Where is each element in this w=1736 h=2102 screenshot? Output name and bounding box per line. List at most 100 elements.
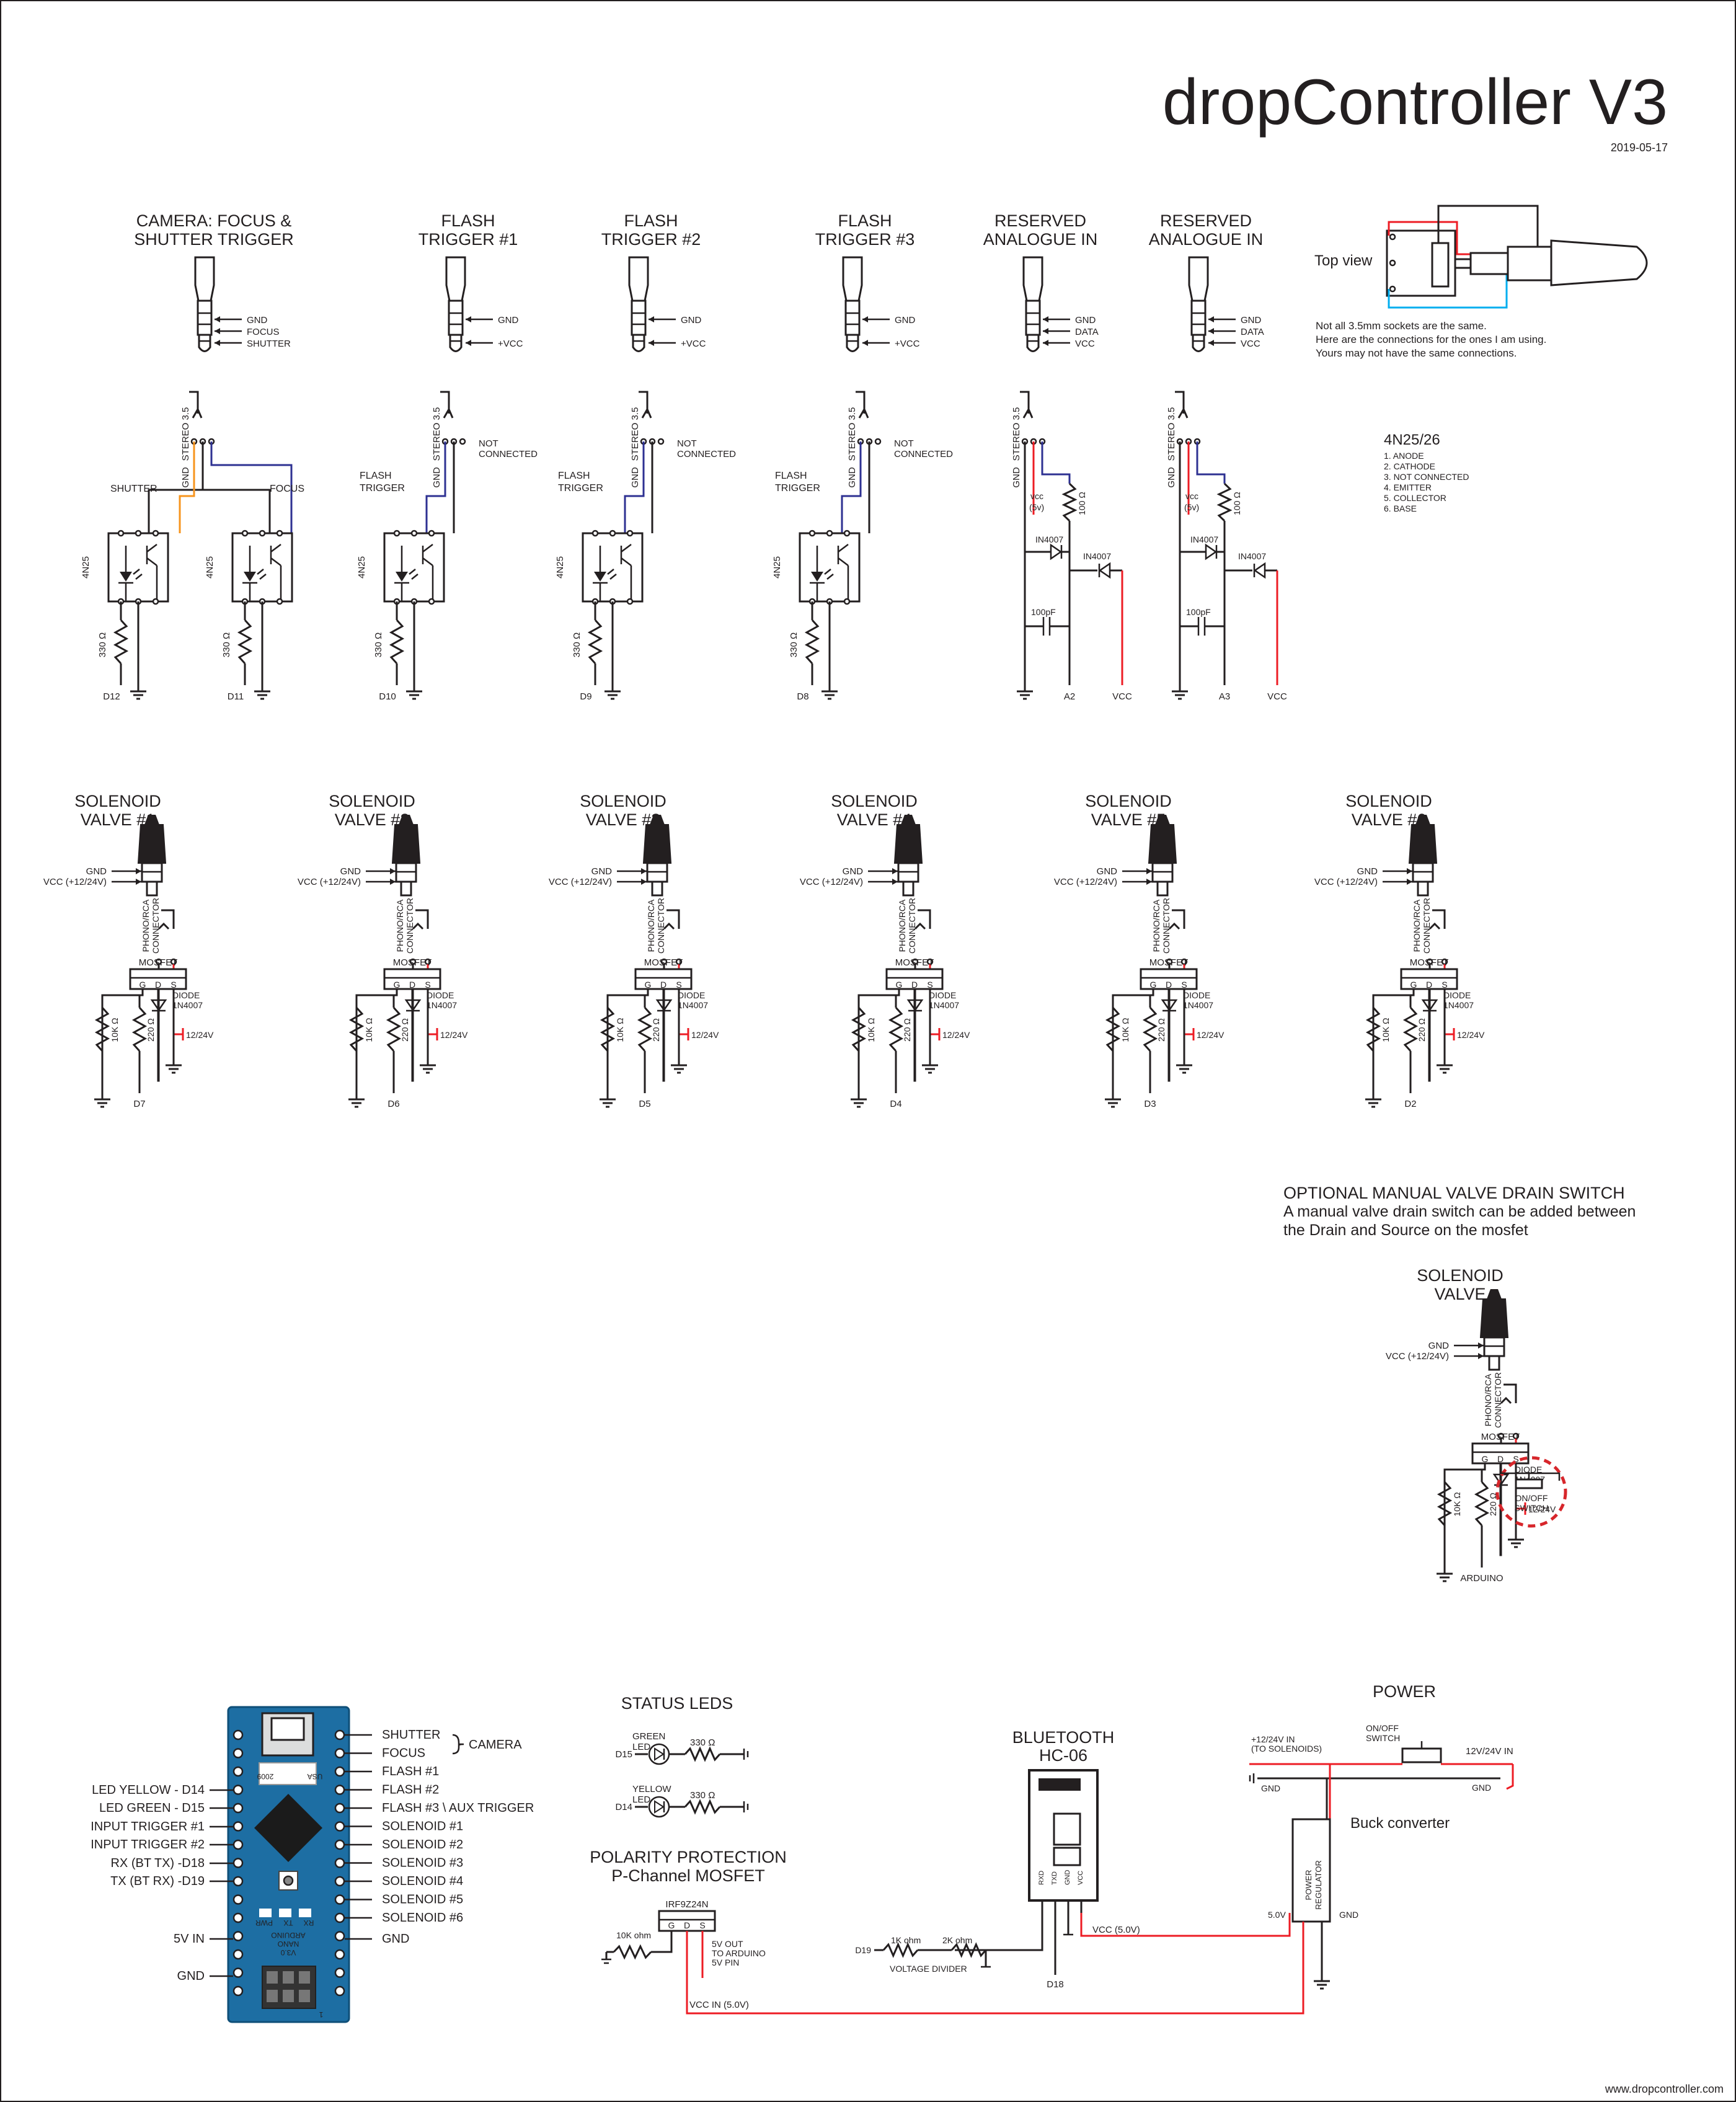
vcc-label: 12/24V bbox=[1197, 1030, 1224, 1040]
arduino-pin-label: D2 bbox=[1404, 1099, 1416, 1109]
vcc-label: 12/24V bbox=[1457, 1030, 1485, 1040]
drain-pin-label: D bbox=[911, 980, 918, 990]
diode bbox=[1050, 543, 1063, 561]
plug-sleeve bbox=[631, 299, 647, 336]
diode-label: IN4007 bbox=[1083, 551, 1111, 561]
wire bbox=[663, 922, 675, 930]
wire bbox=[440, 391, 450, 414]
vcc-label: 12/24V bbox=[440, 1030, 468, 1040]
website-credit: www.dropcontroller.com bbox=[1605, 2083, 1724, 2095]
header-pin bbox=[232, 1949, 244, 1960]
pin-function-label: RX (BT TX) -D18 bbox=[110, 1856, 205, 1870]
camera-group-label: CAMERA bbox=[469, 1738, 522, 1752]
arrowhead bbox=[862, 340, 868, 346]
plug-barrel bbox=[1507, 246, 1552, 282]
vcc-label: vcc bbox=[1030, 491, 1043, 501]
plug-cap bbox=[1487, 1289, 1502, 1299]
vcc-label: (5v) bbox=[1184, 502, 1199, 512]
header-pin bbox=[232, 1931, 244, 1941]
resistor-label: 220 Ω bbox=[1156, 1018, 1166, 1042]
power-regulator bbox=[1291, 1818, 1331, 1923]
resistor-label: 330 Ω bbox=[690, 1737, 715, 1748]
pin-function-label: GND bbox=[177, 1969, 205, 1983]
arrowhead bbox=[649, 316, 654, 322]
pin-function-label: 5V IN bbox=[174, 1932, 205, 1946]
optocoupler-pin bbox=[626, 598, 634, 605]
arduino-pin-label: D7 bbox=[133, 1099, 145, 1109]
bluetooth-pin-label: GND bbox=[1064, 1870, 1071, 1886]
header-pin bbox=[232, 1839, 244, 1850]
pin-function-label: TX (BT RX) -D19 bbox=[110, 1874, 205, 1888]
vcc-in-wire bbox=[686, 1913, 1304, 2015]
plug-pin-label: DATA bbox=[1075, 327, 1099, 337]
mosfet-body bbox=[634, 968, 693, 990]
capacitor-label: 100pF bbox=[1031, 607, 1056, 617]
arrowhead bbox=[466, 340, 471, 346]
bluetooth-pin-label: VCC bbox=[1077, 1871, 1084, 1885]
rca-plug bbox=[893, 815, 923, 897]
arrowhead bbox=[390, 868, 396, 874]
wire bbox=[1500, 1396, 1512, 1404]
capacitor-label: 100pF bbox=[1186, 607, 1211, 617]
ground-symbol bbox=[1314, 1975, 1330, 1990]
arrowhead bbox=[641, 879, 647, 885]
resistor-label: 100 Ω bbox=[1232, 492, 1242, 515]
section-title: TRIGGER #3 bbox=[815, 230, 915, 249]
plug-ring bbox=[1469, 252, 1509, 275]
pin bbox=[1389, 285, 1396, 293]
board-silkscreen: ARDUINO bbox=[271, 1931, 305, 1940]
led-symbol bbox=[120, 572, 132, 582]
arrowhead bbox=[136, 879, 141, 885]
plug-pin-label: FOCUS bbox=[247, 327, 280, 337]
section-title: TRIGGER #2 bbox=[601, 230, 701, 249]
wire bbox=[257, 569, 264, 575]
wire bbox=[1172, 909, 1185, 929]
node bbox=[657, 438, 665, 445]
wire bbox=[1022, 407, 1034, 419]
vcc-label: VCC (+12/24V) bbox=[1314, 877, 1378, 887]
wire bbox=[422, 544, 433, 552]
plug-cap bbox=[1155, 815, 1170, 825]
arduino-pin-label: D19 bbox=[855, 1945, 871, 1955]
trigger-wire bbox=[425, 441, 446, 533]
wire bbox=[411, 989, 414, 1082]
wire bbox=[824, 569, 831, 575]
board-silkscreen: V3.0 bbox=[280, 1948, 296, 1957]
drain-pin-label: D bbox=[660, 980, 666, 990]
wire bbox=[609, 574, 617, 580]
phono-label: PHONO/RCA bbox=[1483, 1373, 1493, 1426]
vcc-label: VCC (+12/24V) bbox=[800, 877, 863, 887]
board-silkscreen: 1 bbox=[319, 2010, 323, 2019]
resistor-label: 10K Ω bbox=[364, 1018, 374, 1042]
source-pin-label: S bbox=[1181, 980, 1187, 990]
buck-converter-label: Buck converter bbox=[1350, 1815, 1450, 1832]
resistor bbox=[587, 619, 603, 665]
section-text: A manual valve drain switch can be added… bbox=[1283, 1203, 1636, 1220]
vcc-label: VCC (+12/24V) bbox=[43, 877, 107, 887]
wire bbox=[1504, 1383, 1517, 1403]
arduino-pin-label: A2 bbox=[1064, 691, 1075, 702]
diode-body bbox=[1253, 562, 1266, 579]
header-pin bbox=[232, 1912, 244, 1923]
diode-label: IN4007 bbox=[1238, 551, 1266, 561]
wire bbox=[1020, 391, 1030, 414]
pinout-title: 4N25/26 bbox=[1384, 432, 1440, 448]
camera-brace bbox=[452, 1734, 464, 1755]
arrowhead bbox=[1407, 879, 1412, 885]
phono-label: PHONO/RCA bbox=[141, 899, 151, 952]
resistor-label: 10K Ω bbox=[110, 1018, 120, 1042]
led-symbol bbox=[594, 572, 606, 582]
vcc-label: 12/24V bbox=[691, 1030, 719, 1040]
gate-pin-label: G bbox=[1150, 980, 1157, 990]
optocoupler-pin bbox=[241, 530, 249, 537]
optocoupler-pin bbox=[591, 530, 599, 537]
plug-pin-label: +VCC bbox=[498, 339, 523, 349]
data-wire bbox=[1041, 441, 1071, 484]
section-title: BLUETOOTH bbox=[1012, 1728, 1115, 1747]
resistor-label: 10K Ω bbox=[1120, 1018, 1130, 1042]
section-title: TRIGGER #1 bbox=[418, 230, 518, 249]
plug-pin-label: GND bbox=[498, 315, 519, 326]
